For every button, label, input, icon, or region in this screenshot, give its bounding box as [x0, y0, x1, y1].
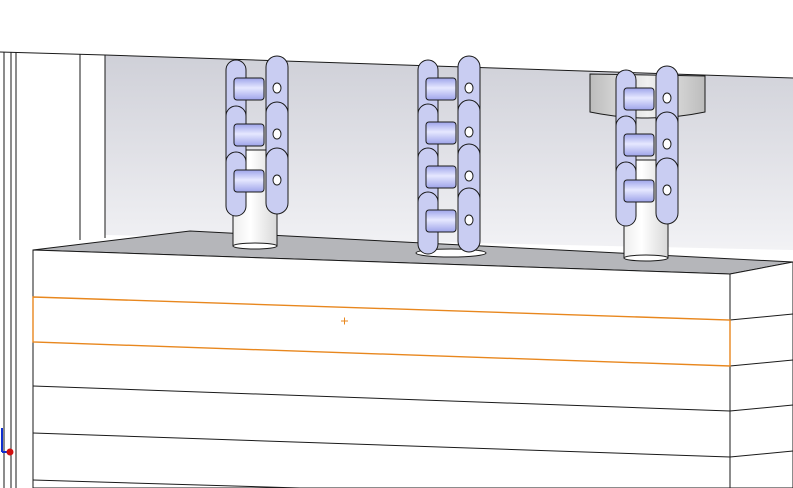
chain-pin — [464, 214, 474, 226]
chain-roller — [233, 77, 265, 101]
chain-pin — [464, 82, 474, 94]
chain-roller — [623, 87, 655, 111]
layer-lines — [32, 313, 793, 488]
chain-roller — [425, 165, 457, 189]
plus-icon — [341, 317, 348, 325]
chain-right — [615, 65, 679, 227]
chain-roller — [623, 179, 655, 203]
chain-pin — [662, 92, 672, 104]
axis-triad-icon[interactable] — [1, 428, 14, 456]
chain-middle — [417, 55, 481, 255]
left-frame — [0, 51, 793, 488]
chain-pin — [662, 138, 672, 150]
chain-roller — [233, 169, 265, 193]
chain-roller — [623, 133, 655, 157]
chain-pin — [272, 174, 282, 186]
highlighted-panel[interactable] — [32, 296, 731, 367]
block-front-face — [32, 249, 731, 488]
chain-roller — [425, 209, 457, 233]
chain-roller — [425, 77, 457, 101]
roller-chains — [225, 55, 679, 255]
chain-roller — [425, 121, 457, 145]
chain-pin — [464, 126, 474, 138]
chain-pin — [272, 128, 282, 140]
chain-pin — [662, 184, 672, 196]
chain-left — [225, 55, 289, 217]
chain-roller — [233, 123, 265, 147]
chain-pin — [464, 170, 474, 182]
chain-pin — [272, 82, 282, 94]
